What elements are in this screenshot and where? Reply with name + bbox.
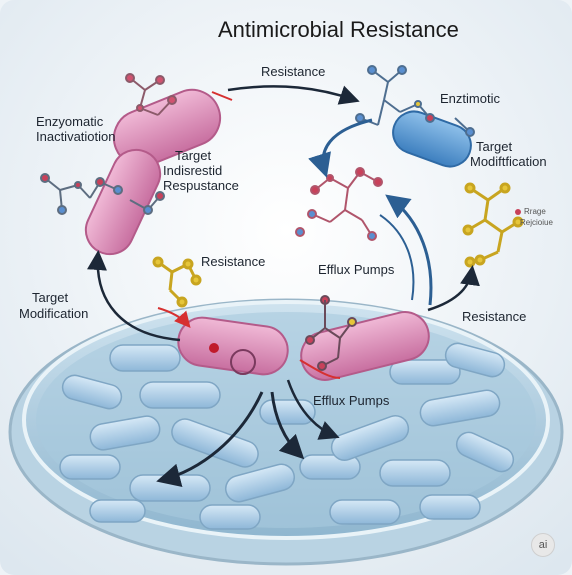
dish-bacteria: [59, 342, 515, 530]
label-small-line1: Rrage: [524, 207, 546, 216]
label-target-left-line1: Target: [32, 290, 69, 305]
blue-bacterium-top: [392, 110, 472, 168]
label-enzymatic-line1: Enzyomatic: [36, 114, 104, 129]
molecule-yellow-right: [462, 182, 524, 268]
molecule-yellow-left: [152, 256, 202, 308]
label-enzymatic-right: Enztimotic: [440, 91, 500, 106]
label-efflux-upper: Efflux Pumps: [318, 262, 395, 277]
label-target-mid-line2: Indisrestid: [163, 163, 223, 178]
label-target-right-line1: Target: [476, 139, 513, 154]
label-resistance-top: Resistance: [261, 64, 326, 79]
label-target-left-line2: Modification: [19, 306, 89, 321]
label-small-line2: Rejcioiue: [520, 218, 553, 227]
label-target-mid-line1: Target: [175, 148, 212, 163]
label-target-right-line2: Modiftfication: [470, 154, 547, 169]
label-efflux-lower: Efflux Pumps: [313, 393, 390, 408]
red-dot-marker: [515, 209, 521, 215]
label-resistance-mid: Resistance: [201, 254, 266, 269]
molecule-red-top-left: [125, 73, 177, 116]
label-enzymatic-line2: Inactivatiotion: [36, 129, 116, 144]
label-resistance-right: Resistance: [462, 309, 527, 324]
molecule-mixed-left: [40, 173, 165, 215]
molecule-dark-dish: [305, 295, 357, 371]
page-title: Antimicrobial Resistance: [218, 17, 459, 42]
label-target-mid-line3: Respustance: [163, 178, 239, 193]
arrows: [87, 85, 480, 488]
molecule-red-center: [295, 167, 383, 241]
ai-badge: ai: [531, 533, 555, 557]
molecule-blue-top-right: [355, 65, 475, 137]
